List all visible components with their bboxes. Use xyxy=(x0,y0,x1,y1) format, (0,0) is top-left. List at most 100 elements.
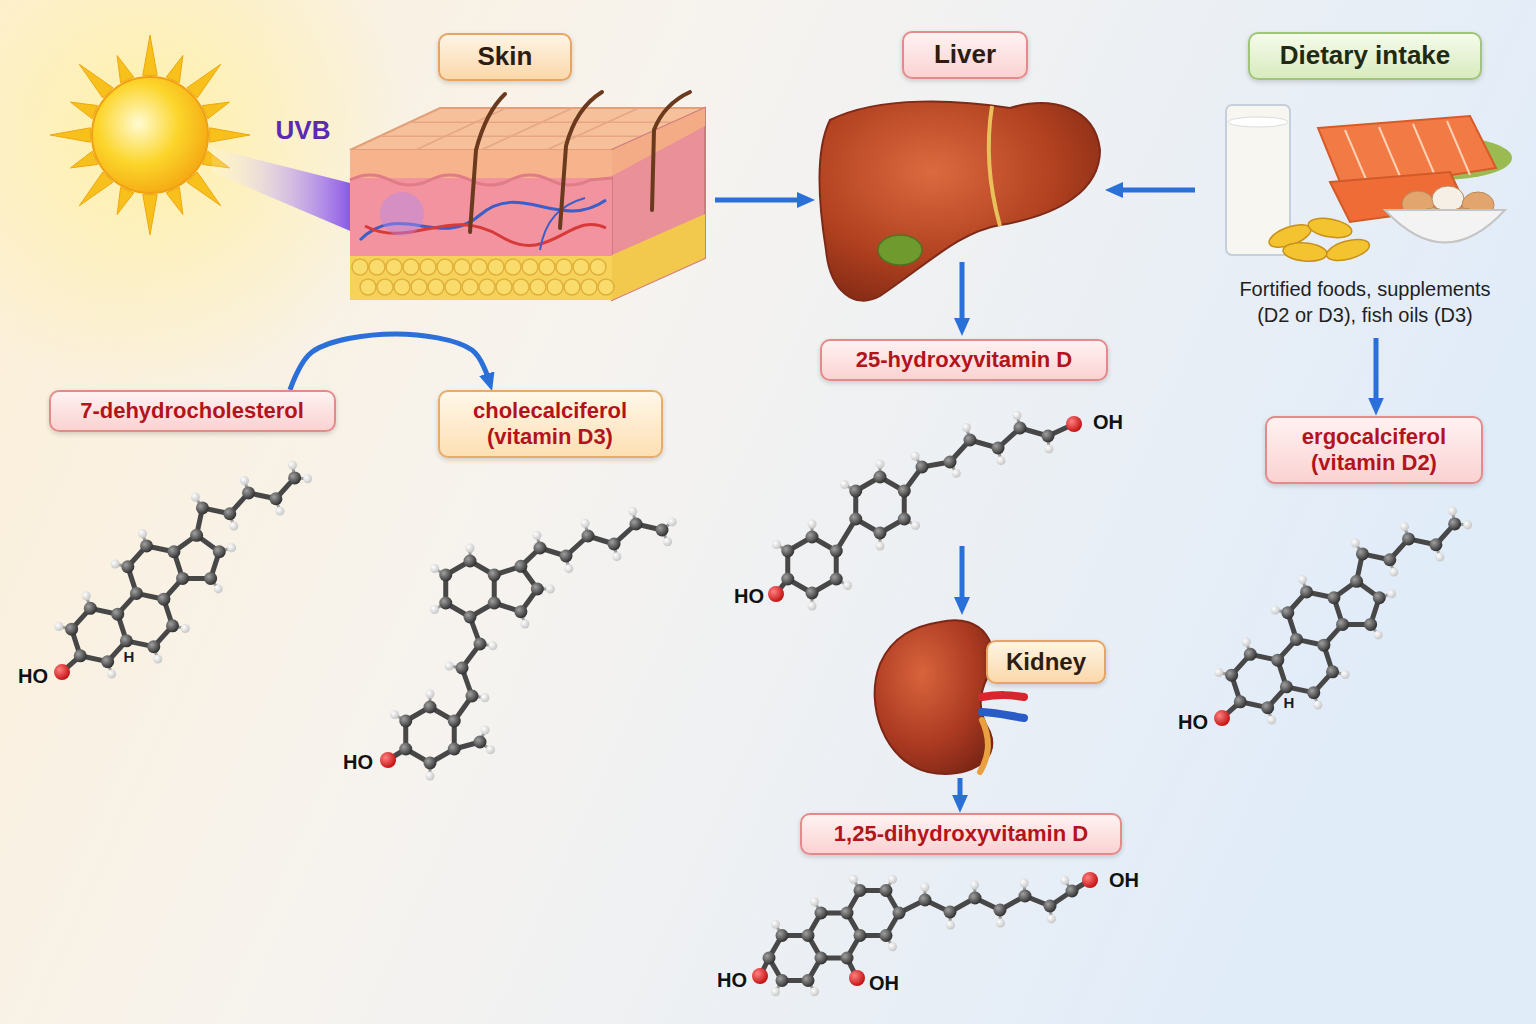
flow-arrow xyxy=(960,546,965,601)
skin-side xyxy=(612,108,705,300)
kidney xyxy=(875,620,993,774)
atom-ball xyxy=(54,664,70,680)
sun-ray xyxy=(71,102,98,119)
fat-cell xyxy=(462,279,478,295)
atom-ball xyxy=(849,513,862,526)
atom-ball xyxy=(893,907,906,920)
atom-ball xyxy=(448,715,461,728)
atom-ball xyxy=(628,507,637,516)
atom-ball xyxy=(849,970,865,986)
atom-ball xyxy=(1066,885,1079,898)
atom-ball xyxy=(668,517,677,526)
atom-ball xyxy=(1387,589,1396,598)
capsule xyxy=(1307,215,1353,240)
atom-ball xyxy=(399,715,412,728)
fat-cell xyxy=(352,259,368,275)
atom-ball xyxy=(582,530,595,543)
atom-ball xyxy=(176,572,189,585)
atom-ball xyxy=(630,518,643,531)
atom-ball xyxy=(888,875,897,884)
compound-box: cholecalciferol (vitamin D3) xyxy=(438,390,663,459)
atom-ball xyxy=(830,545,843,558)
atom-ball xyxy=(546,585,555,594)
atom-ball xyxy=(1350,575,1363,588)
atom-ball xyxy=(776,974,789,987)
fat-cell xyxy=(530,279,546,295)
flow-arrow xyxy=(1119,188,1195,193)
atom-ball xyxy=(1300,585,1313,598)
atom-ball xyxy=(390,710,399,719)
atom-ball xyxy=(876,460,885,469)
atom-ball xyxy=(781,573,794,586)
atom-ball xyxy=(439,569,452,582)
fat-cell xyxy=(590,259,606,275)
atom-ball xyxy=(1298,575,1307,584)
atom-ball xyxy=(771,920,780,929)
atom-ball xyxy=(399,743,412,756)
sun-glow xyxy=(0,0,410,395)
atom-ball xyxy=(564,564,573,573)
molecule-cholecalciferol xyxy=(380,507,677,781)
salmon-stripe xyxy=(1413,124,1436,178)
hair xyxy=(470,94,505,232)
fat-cell xyxy=(479,279,495,295)
atom-ball xyxy=(424,757,437,770)
fat-cell xyxy=(386,259,402,275)
atom-ball xyxy=(608,538,621,551)
atom-ball xyxy=(996,456,1005,465)
atom-ball xyxy=(806,531,819,544)
atom-ball xyxy=(466,690,479,703)
atom-ball xyxy=(849,875,858,884)
heading-pill: Kidney xyxy=(986,640,1106,685)
atom-ball xyxy=(1014,422,1027,435)
artery xyxy=(982,695,1024,697)
node-label: Dietary intake xyxy=(1280,40,1451,71)
fat-cell xyxy=(445,279,461,295)
atom-ball xyxy=(520,620,529,629)
atom-ball xyxy=(288,471,301,484)
node-label: Liver xyxy=(934,39,996,70)
fat-cell xyxy=(488,259,504,275)
text-holder: 1,25-dihydroxyvitamin D xyxy=(820,821,1102,847)
caption-text: Fortified foods, supplements (D2 or D3),… xyxy=(1223,276,1508,328)
caption-block: Fortified foods, supplements (D2 or D3),… xyxy=(1223,276,1508,328)
atom-label: H xyxy=(1284,695,1295,712)
sun-ray xyxy=(143,195,157,235)
atom-ball xyxy=(911,451,920,460)
atom-ball xyxy=(481,726,490,735)
atom-ball xyxy=(771,987,780,996)
sun-ray xyxy=(117,187,134,214)
atom-ball xyxy=(962,423,971,432)
atom-ball xyxy=(880,884,893,897)
atom-ball xyxy=(1435,553,1444,562)
atom-ball xyxy=(488,641,497,650)
atom-ball xyxy=(802,929,815,942)
atom-ball xyxy=(107,669,116,678)
atom-ball xyxy=(1400,522,1409,531)
flow-arrow xyxy=(960,262,965,322)
atom-ball xyxy=(854,884,867,897)
heading-pill: 25-hydroxyvitamin D xyxy=(820,339,1108,381)
sun-ray xyxy=(166,187,183,214)
atom-ball xyxy=(84,602,97,615)
node-label: ergocalciferol (vitamin D2) xyxy=(1285,424,1463,477)
atom-ball xyxy=(1364,618,1377,631)
atom-ball xyxy=(854,929,867,942)
atom-ball xyxy=(919,894,932,907)
atom-ball xyxy=(1066,416,1082,432)
sun-ray xyxy=(71,151,98,168)
atom-ball xyxy=(424,701,437,714)
text-holder: cholecalciferol (vitamin D3) xyxy=(458,398,643,451)
atom-ball xyxy=(190,529,203,542)
dietary-region: Dietary intakeFortified foods, supplemen… xyxy=(1195,30,1525,338)
atom-ball xyxy=(1045,444,1054,453)
metabolite-region: 25-hydroxyvitamin D xyxy=(738,336,1138,546)
atom-ball xyxy=(810,987,819,996)
atom-ball xyxy=(808,602,817,611)
atom-ball xyxy=(1261,701,1274,714)
atom-ball xyxy=(1214,710,1230,726)
liver-region: Liver xyxy=(815,30,1105,262)
